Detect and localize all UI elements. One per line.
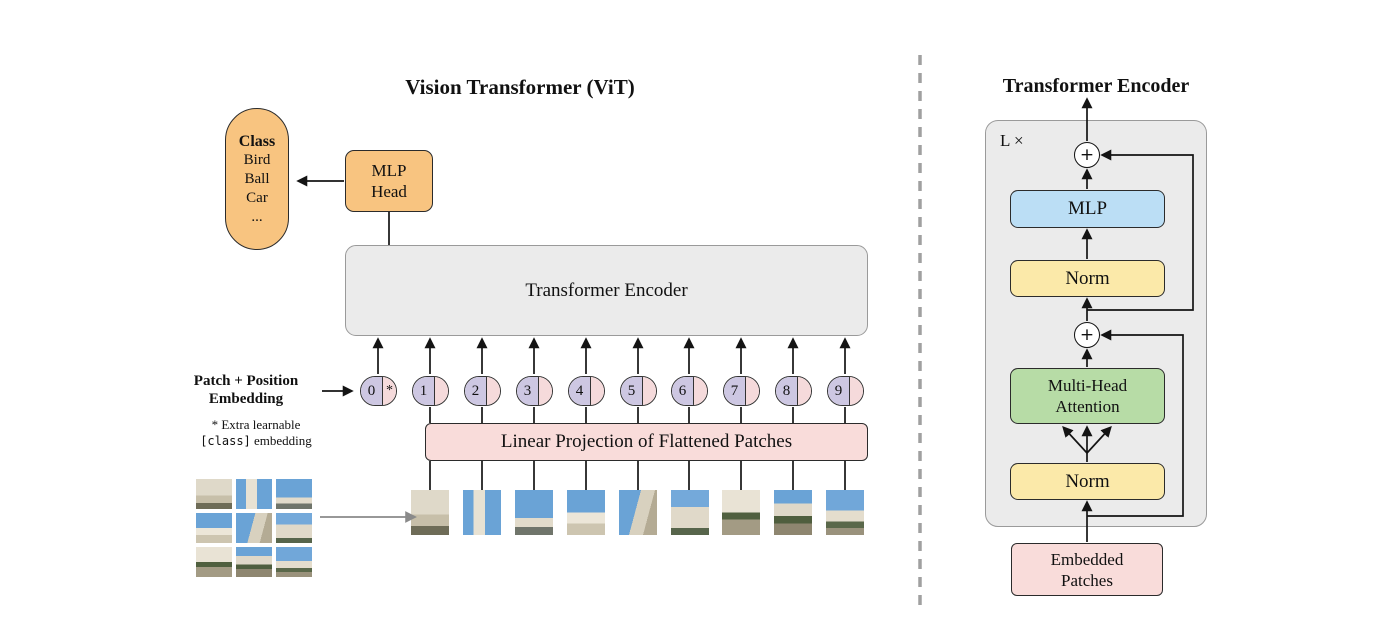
token-patch-chip xyxy=(591,377,604,405)
source-image-grid xyxy=(196,479,312,577)
residual-add-bottom: + xyxy=(1074,322,1100,348)
embedded-patches-box: Embedded Patches xyxy=(1011,543,1163,596)
image-patch xyxy=(236,479,272,509)
class-output-bubble: Class Bird Ball Car ... xyxy=(225,108,289,250)
image-patch xyxy=(671,490,709,535)
token-patch-chip xyxy=(487,377,500,405)
token-patch-chip xyxy=(643,377,656,405)
class-bubble-header: Class xyxy=(238,132,276,150)
layer-depth-label: L × xyxy=(1000,131,1024,150)
linear-projection-box: Linear Projection of Flattened Patches xyxy=(425,423,868,461)
left-title: Vision Transformer (ViT) xyxy=(405,75,635,99)
token-patch-chip xyxy=(694,377,707,405)
token-patch-chip xyxy=(435,377,448,405)
token-8: 8 xyxy=(775,376,812,406)
image-patch xyxy=(276,513,312,543)
multi-head-attention-box: Multi-Head Attention xyxy=(1010,368,1165,424)
image-patch xyxy=(236,547,272,577)
image-patch xyxy=(411,490,449,535)
token-patch-chip xyxy=(850,377,863,405)
mlp-head-box: MLP Head xyxy=(345,150,433,212)
norm-box-bottom: Norm xyxy=(1010,463,1165,500)
image-patch xyxy=(463,490,501,535)
image-patch xyxy=(236,513,272,543)
norm-box-top: Norm xyxy=(1010,260,1165,297)
class-item: Ball xyxy=(244,170,270,187)
class-token-code: [class] xyxy=(200,434,251,448)
image-patch xyxy=(826,490,864,535)
class-item: Bird xyxy=(243,151,271,168)
token-7: 7 xyxy=(723,376,760,406)
image-patch xyxy=(196,479,232,509)
image-patch xyxy=(515,490,553,535)
token-patch-chip xyxy=(539,377,552,405)
image-patch xyxy=(276,479,312,509)
image-patch xyxy=(722,490,760,535)
token-6: 6 xyxy=(671,376,708,406)
token-1: 1 xyxy=(412,376,449,406)
image-patch xyxy=(567,490,605,535)
residual-add-top: + xyxy=(1074,142,1100,168)
class-item: Car xyxy=(246,189,268,206)
mlp-box: MLP xyxy=(1010,190,1165,228)
token-3: 3 xyxy=(516,376,553,406)
right-title: Transformer Encoder xyxy=(1002,75,1190,97)
patch-position-label: Patch + Position Embedding xyxy=(193,373,299,407)
token-patch-chip xyxy=(798,377,811,405)
token-5: 5 xyxy=(620,376,657,406)
token-2: 2 xyxy=(464,376,501,406)
image-patch xyxy=(196,513,232,543)
image-patch xyxy=(276,547,312,577)
token-4: 4 xyxy=(568,376,605,406)
class-item: ... xyxy=(251,208,263,225)
image-patch xyxy=(196,547,232,577)
token-patch-chip xyxy=(746,377,759,405)
image-patch xyxy=(619,490,657,535)
token-9: 9 xyxy=(827,376,864,406)
class-token-star: * xyxy=(383,377,396,405)
class-embedding-note: * Extra learnable [class] embedding xyxy=(200,417,312,448)
transformer-encoder-box: Transformer Encoder xyxy=(345,245,868,336)
token-0: 0 * xyxy=(360,376,397,406)
image-patch xyxy=(774,490,812,535)
